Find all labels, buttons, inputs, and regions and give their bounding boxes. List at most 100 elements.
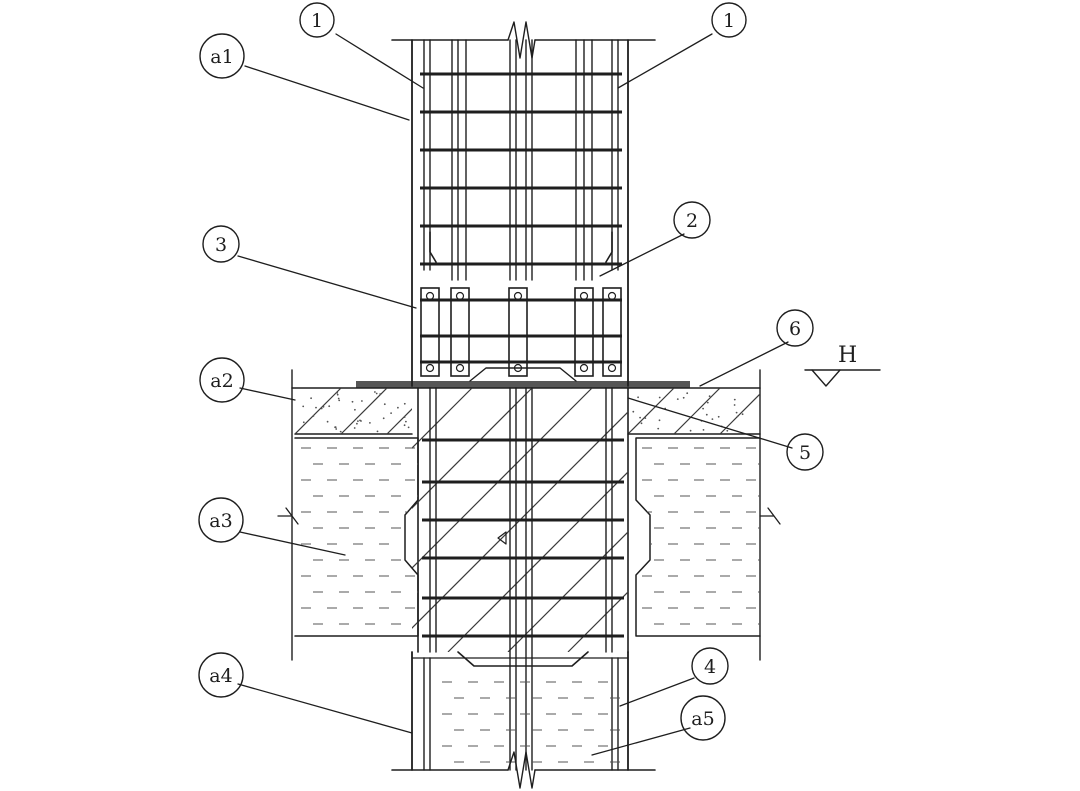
level-mark: H (804, 343, 881, 387)
stipple-dot (382, 417, 385, 420)
stipple-dot (403, 424, 406, 427)
hatch-line (295, 388, 342, 434)
stipple-dot (328, 405, 331, 408)
stipple-dot (353, 427, 356, 429)
stipple-dot (320, 407, 323, 410)
floor-slab (291, 367, 812, 661)
coupler-port (607, 363, 617, 373)
stipple-dot (639, 416, 641, 419)
callout-6-label: 6 (789, 318, 801, 340)
hatch-line (628, 388, 675, 434)
hatch-line (433, 388, 479, 434)
hatch-line (868, 388, 1080, 652)
stipple-dot (717, 415, 720, 418)
hatch-line (719, 388, 760, 434)
stipple-dot (339, 430, 342, 433)
stipple-dot (637, 396, 639, 399)
precast-slabs (277, 437, 781, 637)
stipple-dot (302, 405, 305, 408)
level-mark-label: H (838, 343, 857, 368)
stipple-dot (369, 422, 371, 424)
coupler-port (579, 291, 589, 301)
callout-4-label: 4 (704, 656, 716, 678)
stipple-dot (658, 396, 661, 399)
stipple-dot (726, 429, 729, 432)
stipple-dot (376, 430, 379, 433)
stipple-dot (312, 415, 315, 417)
stipple-dot (711, 418, 714, 420)
callouts: 1 1 a1 3 2 6 a2 5 (198, 2, 824, 741)
callout-1-left-label: 1 (311, 10, 323, 32)
coupler-port (579, 363, 589, 373)
stipple-dot (375, 392, 378, 395)
hatch-line (628, 388, 629, 434)
coupler-port (425, 363, 435, 373)
stipple-dot (658, 419, 661, 422)
stipple-dot (302, 421, 305, 424)
stipple-dot (644, 417, 647, 419)
leader-lines (237, 33, 793, 756)
stipple-dot (403, 402, 406, 405)
stipple-dot (359, 419, 361, 422)
hatch-line (507, 388, 628, 652)
stipple-dot (682, 396, 685, 399)
callout-a5: a5 (680, 695, 726, 741)
callout-1-left: 1 (299, 2, 335, 38)
stipple-dot (351, 400, 354, 403)
stipple-dot (736, 415, 739, 418)
coupler (420, 287, 440, 377)
stipple-dot (733, 404, 736, 406)
stipple-dot (403, 416, 406, 418)
callout-5-label: 5 (799, 442, 811, 464)
callout-3: 3 (202, 225, 240, 263)
stipple-dot (702, 429, 705, 431)
stipple-dot (322, 405, 325, 408)
stipple-dot (338, 399, 341, 402)
callout-2-label: 2 (686, 210, 698, 232)
upper-column (391, 21, 656, 387)
stipple-dot (689, 429, 692, 432)
stipple-dot (374, 391, 376, 393)
hatch-line (386, 388, 412, 434)
callout-2: 2 (673, 201, 711, 239)
stipple-dot (315, 406, 317, 409)
stipple-dot (354, 408, 356, 411)
callout-a2: a2 (199, 357, 245, 403)
callout-a3: a3 (198, 497, 244, 543)
stipple-dot (640, 422, 643, 425)
callout-6: 6 (776, 309, 814, 347)
callout-3-label: 3 (215, 234, 227, 256)
stipple-dot (702, 407, 704, 410)
coupler (574, 287, 594, 377)
coupler-port (513, 291, 523, 301)
callout-1-right-label: 1 (723, 10, 735, 32)
stipple-dot (686, 392, 689, 395)
hatch-line (340, 388, 388, 434)
coupler (508, 287, 528, 377)
coupler-port (425, 291, 435, 301)
upper-stirrups (420, 72, 622, 364)
stipple-dot (397, 406, 399, 409)
hatch-line (412, 388, 473, 652)
stipple-dot (657, 427, 660, 430)
hatch-line (766, 388, 812, 434)
coupler (602, 287, 622, 377)
stipple-dot (706, 401, 709, 404)
callout-5: 5 (786, 433, 824, 471)
stipple-dot (632, 410, 635, 413)
stipple-dot (337, 397, 340, 400)
stipple-dot (356, 422, 358, 425)
stipple-dot (357, 420, 359, 422)
lower-column (391, 651, 656, 789)
stipple-dot (741, 413, 744, 416)
core-stirrups (422, 438, 624, 638)
callout-a3-label: a3 (209, 510, 232, 532)
hatch-line (688, 388, 952, 652)
stipple-dot (708, 395, 711, 398)
hatch-line (673, 388, 721, 434)
coupler-port (455, 291, 465, 301)
stipple-dot (705, 413, 708, 416)
callout-a1: a1 (199, 33, 245, 79)
